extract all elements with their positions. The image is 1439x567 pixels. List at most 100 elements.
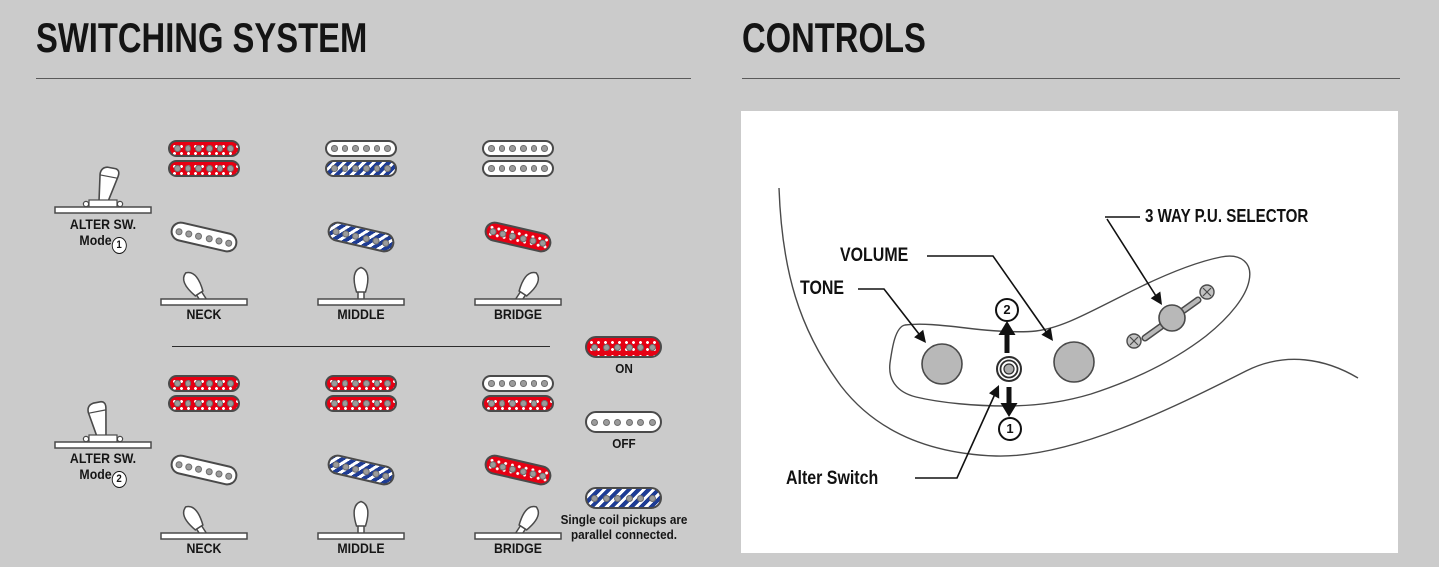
pole-piece bbox=[351, 464, 361, 474]
pole-piece bbox=[591, 343, 599, 351]
humbucker-coil-top bbox=[168, 140, 240, 157]
pole-piece bbox=[363, 165, 370, 172]
pole-piece bbox=[489, 460, 498, 469]
pole-piece bbox=[206, 145, 213, 152]
pole-piece bbox=[352, 145, 359, 152]
humbucker-coil-top bbox=[482, 140, 554, 157]
alter-switch-label: Alter Switch bbox=[786, 468, 879, 489]
pole-piece bbox=[206, 165, 213, 172]
pole-piece bbox=[488, 400, 495, 407]
pole-piece bbox=[528, 469, 538, 478]
single-coil-pickup bbox=[325, 452, 397, 488]
switching-system-title: SWITCHING SYSTEM bbox=[36, 14, 368, 61]
humbucker-bridge bbox=[482, 140, 554, 177]
alter-switch-button bbox=[996, 356, 1022, 382]
humbucker-middle bbox=[325, 140, 397, 177]
pole-piece bbox=[591, 418, 599, 426]
pole-piece bbox=[332, 227, 341, 236]
single-coil-pickup bbox=[482, 219, 554, 255]
pole-piece bbox=[530, 380, 538, 387]
pole-piece bbox=[373, 145, 381, 152]
pole-piece bbox=[625, 343, 633, 351]
pole-piece bbox=[381, 471, 390, 480]
pole-piece bbox=[224, 238, 233, 247]
pole-piece bbox=[384, 400, 391, 407]
pole-piece bbox=[184, 380, 192, 387]
pole-piece bbox=[518, 233, 528, 243]
legend-label-off: OFF bbox=[611, 436, 636, 451]
mode-1-circled-number: 1 bbox=[998, 417, 1022, 441]
single-coil-pickup bbox=[168, 452, 240, 488]
leader-arrowheads bbox=[914, 291, 1162, 399]
pole-piece bbox=[341, 380, 349, 387]
position-label-neck: NECK bbox=[186, 306, 222, 322]
pole-piece bbox=[331, 145, 338, 152]
single-coil-pickup bbox=[482, 452, 554, 488]
pole-piece bbox=[184, 400, 192, 407]
pole-piece bbox=[614, 343, 622, 351]
pole-piece bbox=[363, 145, 370, 152]
legend-pickup-off bbox=[585, 411, 662, 433]
pole-piece bbox=[195, 145, 202, 152]
pole-piece bbox=[373, 380, 381, 387]
pole-piece bbox=[520, 380, 527, 387]
pole-piece bbox=[361, 233, 371, 243]
pole-piece bbox=[602, 494, 610, 502]
pole-piece bbox=[381, 238, 390, 247]
pole-piece bbox=[488, 380, 495, 387]
pole-piece bbox=[194, 231, 204, 241]
pole-piece bbox=[216, 380, 224, 387]
pole-piece bbox=[331, 400, 338, 407]
humbucker-coil-bottom bbox=[168, 395, 240, 412]
humbucker-coil-top bbox=[325, 375, 397, 392]
pole-piece bbox=[538, 238, 547, 247]
pole-piece bbox=[175, 460, 184, 469]
mode-divider-line bbox=[172, 346, 550, 347]
pole-piece bbox=[184, 165, 192, 172]
pole-piece bbox=[216, 165, 224, 172]
pole-piece bbox=[227, 400, 234, 407]
selector-label: 3 WAY P.U. SELECTOR bbox=[1145, 206, 1309, 226]
humbucker-coil-bottom bbox=[482, 160, 554, 177]
pole-piece bbox=[174, 165, 181, 172]
pole-piece bbox=[184, 229, 194, 238]
humbucker-neck bbox=[168, 140, 240, 177]
single-coil-pickup bbox=[168, 219, 240, 255]
pole-piece bbox=[520, 165, 527, 172]
legend-label-on: ON bbox=[614, 361, 633, 376]
pole-piece bbox=[371, 469, 381, 478]
selector-lever-right bbox=[473, 492, 563, 542]
pole-piece bbox=[498, 229, 508, 238]
mode-number-badge: 2 bbox=[111, 471, 127, 488]
pole-piece bbox=[530, 400, 538, 407]
single-coil-pickup bbox=[325, 219, 397, 255]
pole-piece bbox=[541, 165, 548, 172]
pole-piece bbox=[206, 400, 213, 407]
pole-piece bbox=[648, 343, 656, 351]
pole-piece bbox=[371, 236, 381, 245]
pole-piece bbox=[637, 343, 645, 351]
pole-piece bbox=[214, 236, 224, 245]
pole-piece bbox=[184, 462, 194, 471]
pole-piece bbox=[363, 380, 370, 387]
single-coil-neck bbox=[168, 452, 240, 488]
mode-number-badge: 1 bbox=[111, 237, 127, 254]
pole-piece bbox=[184, 145, 192, 152]
leader-lines bbox=[858, 216, 1157, 479]
humbucker-coil-bottom bbox=[325, 395, 397, 412]
controls-diagram-panel: VOLUME TONE 3 WAY P.U. SELECTOR Alter Sw… bbox=[741, 111, 1398, 553]
position-label-bridge: BRIDGE bbox=[494, 540, 542, 556]
selector-lever-left bbox=[159, 258, 249, 308]
single-coil-middle bbox=[325, 452, 397, 488]
pole-piece bbox=[637, 418, 645, 426]
pole-piece bbox=[508, 231, 518, 241]
pole-piece bbox=[227, 380, 234, 387]
selector-screw bbox=[1126, 333, 1142, 349]
pole-piece bbox=[518, 466, 528, 476]
pole-piece bbox=[488, 165, 495, 172]
selector-lever-center bbox=[316, 492, 406, 542]
position-label-middle: MIDDLE bbox=[337, 540, 385, 556]
